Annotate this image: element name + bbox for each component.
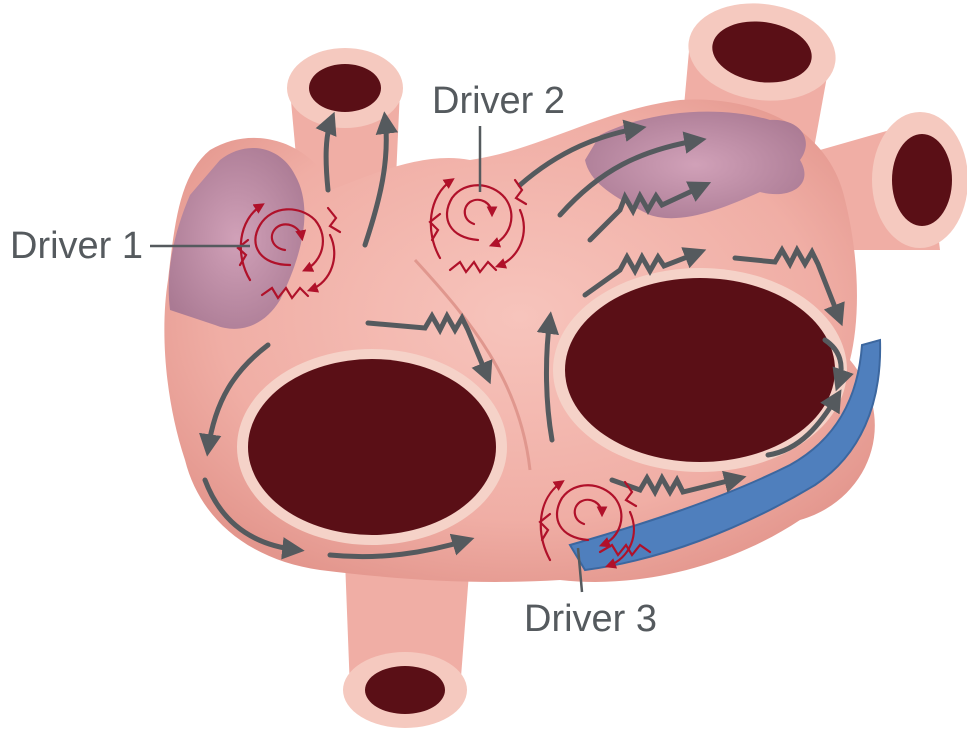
label-driver-2: Driver 2	[432, 80, 565, 123]
upper-left-vessel-lumen	[309, 64, 381, 112]
left-orifice	[237, 349, 507, 545]
right-vessel-lumen	[892, 134, 952, 226]
label-driver-1: Driver 1	[10, 225, 143, 268]
label-driver-3: Driver 3	[524, 598, 657, 641]
bottom-vessel-lumen	[365, 666, 445, 714]
